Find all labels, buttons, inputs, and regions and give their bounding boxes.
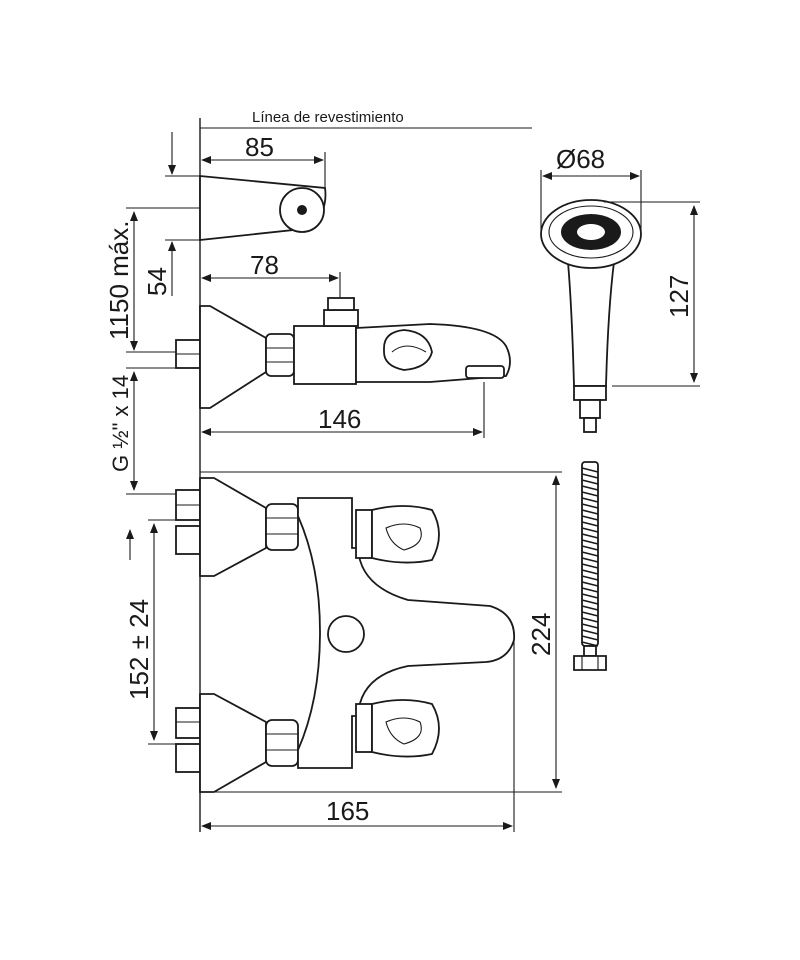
hose-rib: [581, 623, 599, 629]
dimension-152: [126, 519, 176, 745]
hose-rib: [581, 503, 599, 509]
hose-rib: [581, 563, 599, 569]
hose-rib: [581, 635, 599, 641]
cladding-line-label: Línea de revestimiento: [252, 109, 404, 126]
hand-shower: [540, 199, 642, 433]
mixer-side-view: [175, 297, 511, 409]
hose-rib: [581, 497, 599, 503]
hose-rib: [581, 545, 599, 551]
hose-rib: [581, 629, 599, 635]
hose-rib: [581, 479, 599, 485]
hose-rib: [581, 599, 599, 605]
hose-rib: [581, 605, 599, 611]
dimension-146-label: 146: [318, 404, 361, 434]
dimension-127: [604, 201, 700, 387]
dimension-85-label: 85: [245, 132, 274, 162]
shower-holder: [199, 175, 327, 242]
dimension-diameter-68-label: Ø68: [556, 144, 605, 174]
hose-rib: [581, 569, 599, 575]
dimension-1150-label: 1150 máx.: [104, 221, 134, 340]
hose-rib: [581, 467, 599, 473]
hose-rib: [581, 551, 599, 557]
dimension-85: [201, 152, 326, 188]
hose-rib: [581, 575, 599, 581]
dimension-54: [165, 132, 200, 296]
dimension-165-label: 165: [326, 796, 369, 826]
hose-rib: [581, 473, 599, 479]
hose-rib: [581, 521, 599, 527]
dimension-224: [200, 471, 562, 793]
dimension-146: [201, 382, 485, 438]
hose-rib: [581, 611, 599, 617]
hose-rib: [581, 533, 599, 539]
dimension-54-label: 54: [142, 267, 172, 296]
dimension-thread: [126, 367, 176, 495]
hose-rib: [581, 527, 599, 533]
hose-rib: [581, 581, 599, 587]
hose-rib: [581, 515, 599, 521]
hose-rib: [581, 509, 599, 515]
hose-rib: [581, 617, 599, 623]
dimension-78: [201, 272, 341, 298]
dimension-78-label: 78: [250, 250, 279, 280]
dimension-diameter-68: [540, 170, 642, 230]
hose-rib: [581, 593, 599, 599]
flexible-hose: [573, 461, 607, 671]
mixer-front-view: [175, 477, 515, 793]
hose-rib: [581, 557, 599, 563]
dimension-152-label: 152 ± 24: [124, 599, 154, 700]
dimension-thread-label: G ½" x 14: [108, 375, 133, 472]
dimension-224-label: 224: [526, 613, 556, 656]
dimension-165: [201, 640, 515, 832]
hose-rib: [581, 587, 599, 593]
hose-rib: [581, 485, 599, 491]
hose-rib: [581, 491, 599, 497]
dimension-127-label: 127: [664, 275, 694, 318]
hose-rib: [581, 539, 599, 545]
